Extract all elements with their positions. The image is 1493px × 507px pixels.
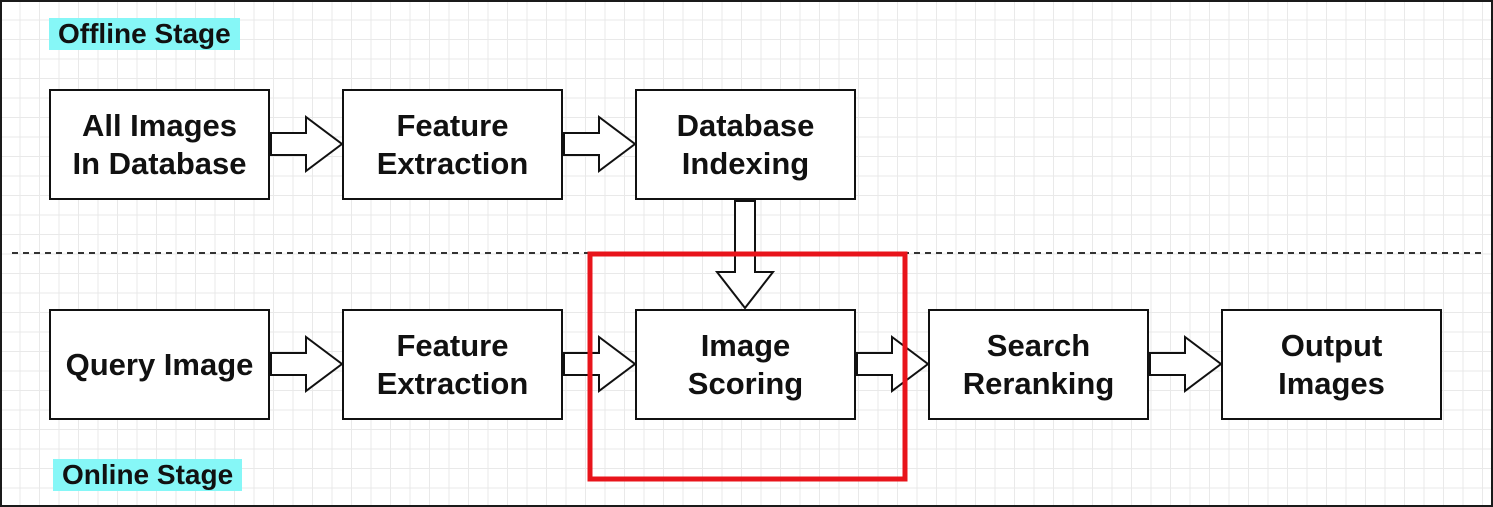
online-stage-label: Online Stage	[53, 459, 243, 491]
search-reranking-label: Search Reranking	[962, 327, 1115, 401]
arrow-feature-extraction-to-database-indexing	[563, 115, 637, 173]
output-images-label: Output Images	[1278, 327, 1385, 401]
database-indexing-box: Database Indexing	[635, 89, 856, 200]
arrow-image-scoring-to-search-reranking	[856, 335, 930, 393]
search-reranking-box: Search Reranking	[928, 309, 1149, 420]
output-images-box: Output Images	[1221, 309, 1442, 420]
arrow-all-images-to-feature-extraction	[270, 115, 344, 173]
feature-extraction-offline-box: Feature Extraction	[342, 89, 563, 200]
image-scoring-label: Image Scoring	[687, 327, 804, 401]
all-images-in-database-box: All Images In Database	[49, 89, 270, 200]
all-images-in-database-label: All Images In Database	[72, 107, 247, 181]
arrow-database-indexing-to-image-scoring	[714, 200, 776, 310]
feature-extraction-offline-label: Feature Extraction	[376, 107, 529, 181]
offline-stage-label: Offline Stage	[49, 18, 240, 50]
arrow-query-image-to-feature-extraction	[270, 335, 344, 393]
query-image-box: Query Image	[49, 309, 270, 420]
database-indexing-label: Database Indexing	[676, 107, 815, 181]
feature-extraction-online-box: Feature Extraction	[342, 309, 563, 420]
feature-extraction-online-label: Feature Extraction	[376, 327, 529, 401]
arrow-feature-extraction-to-image-scoring	[563, 335, 637, 393]
image-scoring-box: Image Scoring	[635, 309, 856, 420]
query-image-label: Query Image	[65, 346, 254, 382]
arrow-search-reranking-to-output-images	[1149, 335, 1223, 393]
